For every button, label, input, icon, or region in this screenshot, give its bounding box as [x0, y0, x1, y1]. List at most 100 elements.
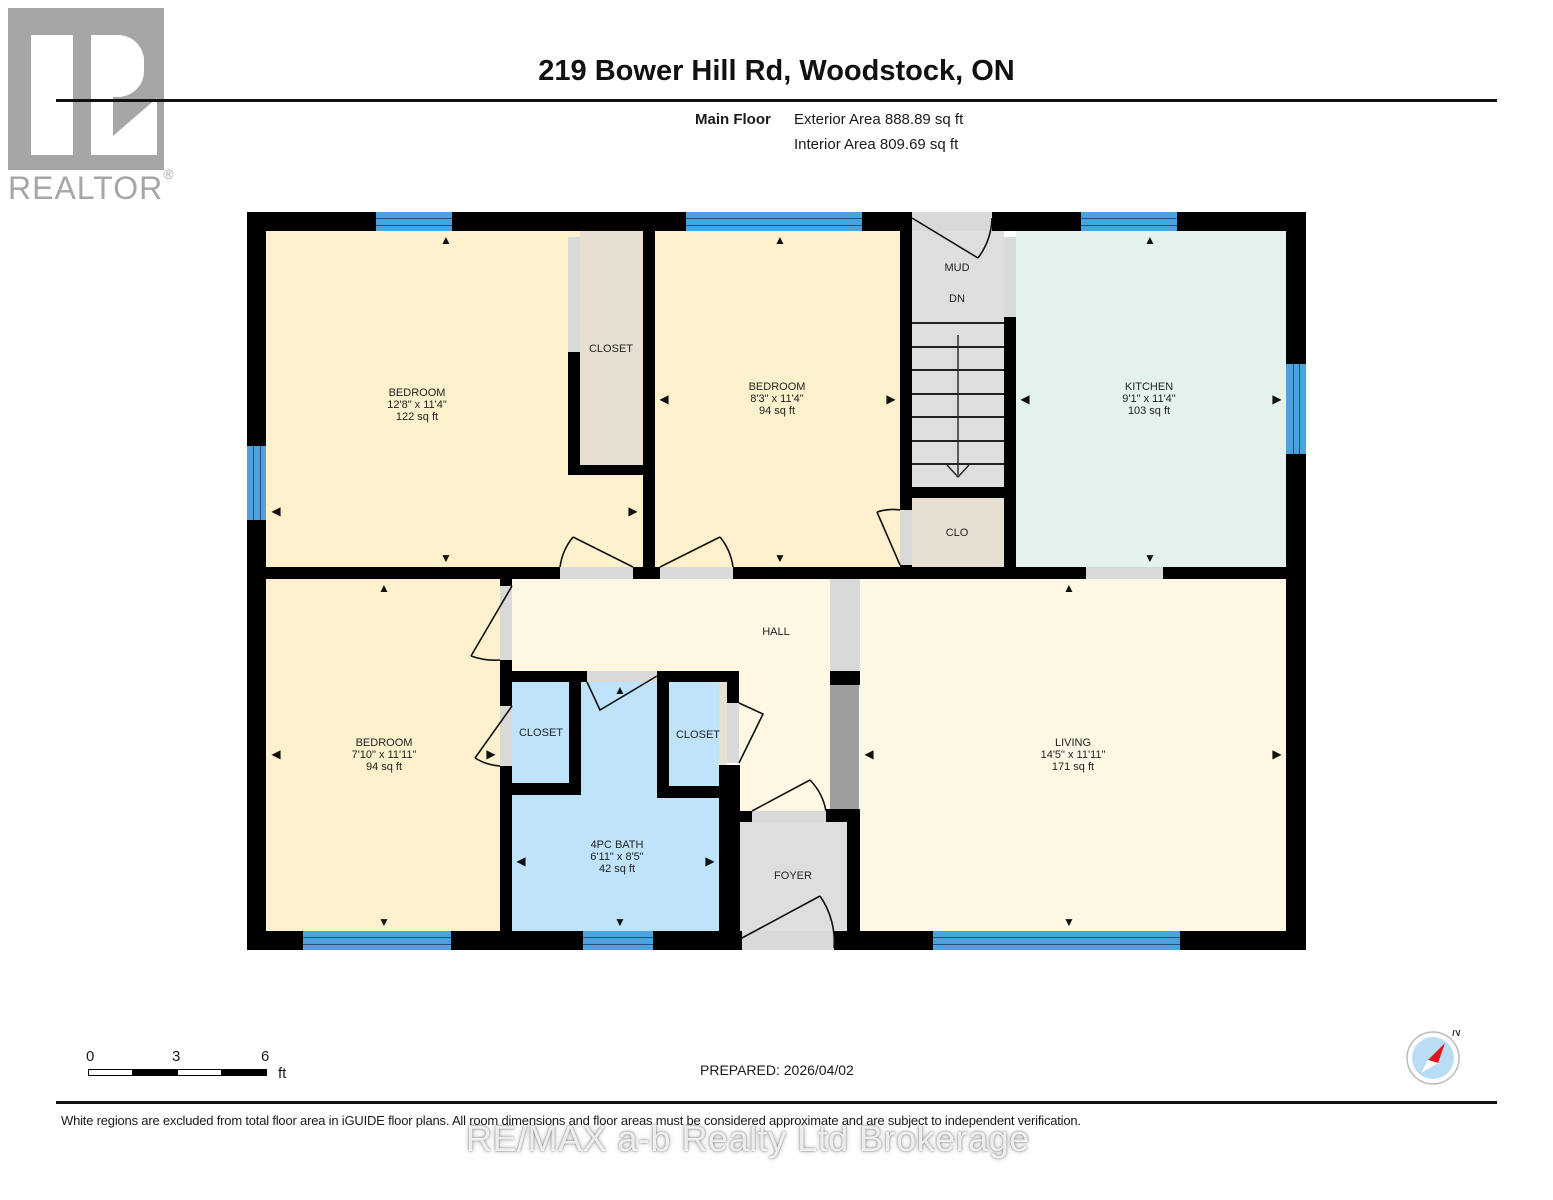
interior-area: Interior Area 809.69 sq ft	[794, 136, 959, 153]
wall	[569, 671, 581, 795]
wall	[657, 786, 727, 798]
dimension-arrow-icon: ▼	[1063, 915, 1075, 929]
room-clo	[912, 498, 1004, 567]
footer-divider	[56, 1101, 1497, 1104]
door-opening	[587, 671, 657, 682]
compass-icon: N	[1406, 1025, 1461, 1085]
room-label-hall: HALL	[762, 626, 790, 638]
window	[583, 931, 653, 950]
scale-tick: 3	[172, 1048, 181, 1065]
dimension-arrow-icon: ▶	[486, 747, 496, 761]
prepared-date: PREPARED: 2026/04/02	[700, 1062, 854, 1078]
wall	[657, 671, 669, 798]
room-label-mud: MUD	[944, 262, 970, 274]
room-bedroom-2	[655, 231, 900, 567]
door-opening	[1086, 567, 1163, 579]
realtor-logo-icon	[8, 8, 164, 170]
brokerage-watermark: RE/MAX a-b Realty Ltd Brokerage	[466, 1118, 1030, 1159]
realtor-wordmark: REALTOR®	[8, 166, 175, 206]
door-opening	[1004, 237, 1016, 317]
room-living	[860, 579, 1286, 931]
floor-label: Main Floor	[695, 111, 771, 128]
wall	[727, 671, 739, 711]
dimension-arrow-icon: ▶	[705, 854, 715, 868]
stair-tread	[912, 463, 1004, 465]
window	[686, 212, 862, 231]
scale-tick: 0	[86, 1048, 95, 1065]
hall-closet-shelf	[830, 685, 859, 809]
door-opening	[568, 237, 580, 352]
wall	[266, 567, 1286, 579]
exterior-area: Exterior Area 888.89 sq ft	[794, 111, 964, 128]
wall	[643, 231, 655, 579]
wall	[826, 809, 860, 822]
disclaimer-text: White regions are excluded from total fl…	[61, 1113, 1081, 1128]
room-label-closet-3: CLOSET	[675, 729, 721, 741]
door-opening	[742, 931, 834, 950]
dimension-arrow-icon: ◀	[516, 854, 526, 868]
dimension-arrow-icon: ▲	[440, 233, 452, 247]
wall	[512, 783, 581, 795]
room-hall	[512, 579, 830, 671]
door-opening	[752, 811, 826, 822]
dimension-arrow-icon: ▶	[886, 392, 896, 406]
stair-tread	[912, 440, 1004, 442]
dimension-arrow-icon: ▲	[1144, 233, 1156, 247]
dimension-arrow-icon: ▲	[614, 683, 626, 697]
header-divider	[56, 99, 1497, 102]
dimension-arrow-icon: ▶	[628, 504, 638, 518]
dimension-arrow-icon: ◀	[271, 504, 281, 518]
wall	[830, 671, 860, 685]
wall	[847, 809, 860, 950]
wall	[912, 487, 1004, 498]
stair-direction-label: DN	[949, 293, 965, 305]
stair-tread	[912, 322, 1004, 324]
dimension-arrow-icon: ▼	[614, 915, 626, 929]
stair-tread	[912, 416, 1004, 418]
room-bedroom-3	[266, 579, 500, 931]
door-opening	[500, 706, 512, 766]
dimension-arrow-icon: ▲	[378, 581, 390, 595]
page-title: 219 Bower Hill Rd, Woodstock, ON	[538, 55, 1015, 87]
wall	[568, 465, 643, 475]
wall	[719, 765, 740, 950]
wall	[900, 231, 912, 579]
window	[933, 931, 1180, 950]
room-hall-lower	[738, 671, 830, 811]
wall	[568, 352, 580, 474]
wall	[247, 212, 266, 950]
room-label-closet-1: CLOSET	[588, 343, 634, 355]
window	[303, 931, 451, 950]
stair-tread	[912, 346, 1004, 348]
dimension-arrow-icon: ▼	[774, 551, 786, 565]
window	[1081, 212, 1177, 231]
room-label-foyer: FOYER	[774, 870, 812, 882]
dimension-arrow-icon: ▼	[1144, 551, 1156, 565]
dimension-arrow-icon: ▶	[1272, 392, 1282, 406]
window	[247, 446, 266, 520]
stair-tread	[912, 369, 1004, 371]
window	[376, 212, 452, 231]
room-label-clo: CLO	[945, 527, 969, 539]
door-opening	[900, 510, 912, 565]
room-bath	[512, 682, 719, 931]
door-opening	[560, 567, 633, 579]
dimension-arrow-icon: ◀	[864, 747, 874, 761]
wall	[657, 671, 738, 682]
door-opening	[500, 586, 512, 660]
scale-unit: ft	[278, 1065, 287, 1082]
dimension-arrow-icon: ◀	[1020, 392, 1030, 406]
window	[1286, 364, 1306, 454]
dimension-arrow-icon: ▼	[440, 551, 452, 565]
dimension-arrow-icon: ▲	[1063, 581, 1075, 595]
dimension-arrow-icon: ◀	[271, 747, 281, 761]
wall	[500, 671, 587, 682]
dimension-arrow-icon: ▲	[774, 233, 786, 247]
dimension-arrow-icon: ◀	[659, 392, 669, 406]
